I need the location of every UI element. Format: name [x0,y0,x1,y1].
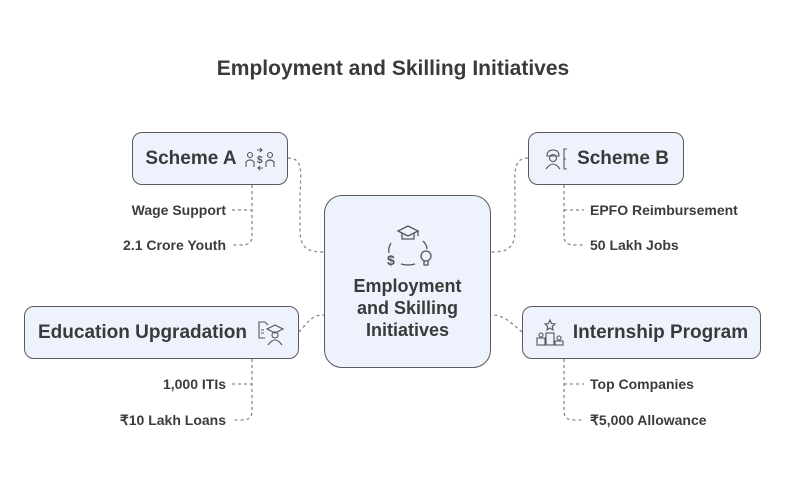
node-education-upgradation[interactable]: Education Upgradation [24,306,299,359]
connector-scheme-b [490,157,529,253]
people-money-exchange-icon: $ [245,147,275,171]
leaf-allowance: ₹5,000 Allowance [590,412,707,428]
leaf-top-companies: Top Companies [590,376,694,392]
document-graduate-icon [255,320,285,346]
svg-text:$: $ [257,155,263,166]
connector-scheme-a [287,157,325,253]
leaf-itis: 1,000 ITIs [162,376,226,392]
node-label: Education Upgradation [38,321,247,343]
leaf-crore-youth: 2.1 Crore Youth [123,237,226,253]
node-scheme-a[interactable]: Scheme A $ [132,132,288,185]
worker-helmet-icon [543,147,569,171]
center-label-line3: Initiatives [365,319,450,340]
node-label: Internship Program [572,321,749,343]
node-internship-program[interactable]: Internship Program [522,306,761,359]
center-label-line1: Employment [353,275,462,296]
center-node[interactable]: $ Employment and Skilling Initiatives [324,195,491,368]
center-label-line2: and Skilling [356,297,458,318]
leaf-lines-a [232,185,253,246]
podium-star-icon [535,318,565,347]
connector-internship [490,314,523,333]
leaf-lakh-jobs: 50 Lakh Jobs [590,237,679,253]
leaf-wage-support: Wage Support [131,202,226,218]
diagram-title: Employment and Skilling Initiatives [216,57,570,80]
leaf-lines-edu [232,359,253,421]
node-label: Scheme A [145,147,237,169]
leaf-lines-intern [563,359,584,421]
node-label: Scheme B [577,147,669,169]
leaf-lines-b [563,185,584,246]
leaf-epfo: EPFO Reimbursement [590,202,738,218]
connector-education [298,314,325,333]
graduation-dollar-lightbulb-cycle-icon: $ [381,223,435,269]
leaf-lakh-loans: ₹10 Lakh Loans [119,412,226,428]
node-scheme-b[interactable]: Scheme B [528,132,684,185]
svg-text:$: $ [387,252,395,268]
